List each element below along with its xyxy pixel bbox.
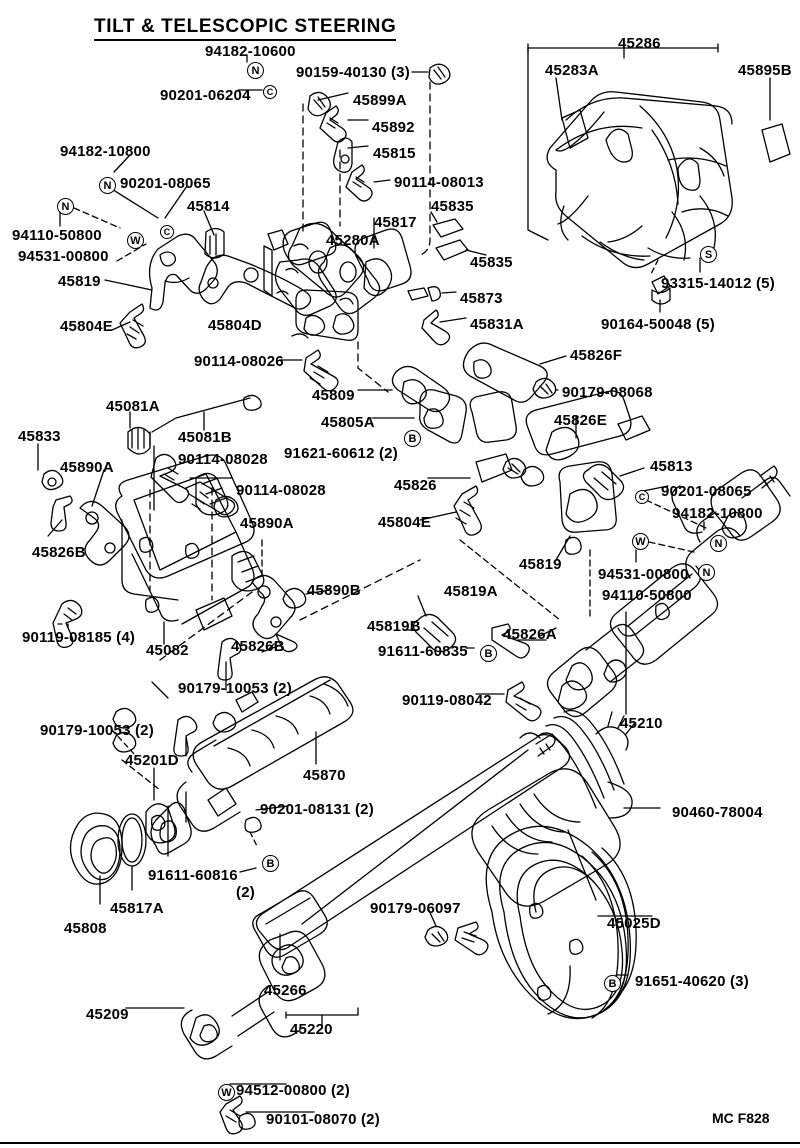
- callout-45819B: 45819B: [367, 618, 421, 635]
- callout-90201-06204: 90201-06204: [160, 87, 251, 104]
- callout-90119-08042: 90119-08042: [402, 692, 492, 709]
- callout-45210: 45210: [620, 715, 663, 732]
- callout-45266: 45266: [264, 982, 307, 999]
- callout-91611-60816-qty: (2): [236, 884, 255, 901]
- marker-w-2: W: [632, 533, 649, 550]
- callout-45826B-b: 45826B: [231, 638, 285, 655]
- callout-45826B-a: 45826B: [32, 544, 86, 561]
- callout-90101-08070: 90101-08070 (2): [266, 1111, 380, 1128]
- callout-45813: 45813: [650, 458, 693, 475]
- callout-94182-10800-a: 94182-10800: [60, 143, 151, 160]
- callout-90460-78004: 90460-78004: [672, 804, 763, 821]
- marker-c-3: C: [635, 490, 649, 504]
- callout-45873: 45873: [460, 290, 503, 307]
- callout-94531-00800-a: 94531-00800: [18, 248, 109, 265]
- callout-90201-08065-a: 90201-08065: [120, 175, 211, 192]
- callout-45286: 45286: [618, 35, 661, 52]
- callout-45826E: 45826E: [554, 412, 607, 429]
- callout-91621-60612: 91621-60612 (2): [284, 445, 398, 462]
- callout-45895B: 45895B: [738, 62, 792, 79]
- callout-91651-40620: 91651-40620 (3): [635, 973, 749, 990]
- callout-94110-50800-b: 94110-50800: [602, 587, 692, 604]
- marker-n-3: N: [57, 198, 74, 215]
- callout-45890B: 45890B: [307, 582, 361, 599]
- callout-90119-08185: 90119-08185 (4): [22, 629, 136, 646]
- marker-b-3: B: [262, 855, 279, 872]
- callout-90114-08028-b: 90114-08028: [236, 482, 326, 499]
- callout-45025D: 45025D: [607, 915, 661, 932]
- callout-45808: 45808: [64, 920, 107, 937]
- callout-45280A: 45280A: [326, 232, 380, 249]
- marker-n-4: N: [710, 535, 727, 552]
- footer-code: MC F828: [712, 1110, 770, 1126]
- callout-45201D: 45201D: [125, 752, 179, 769]
- callout-45826A: 45826A: [503, 626, 557, 643]
- marker-n-5: N: [698, 564, 715, 581]
- callout-94531-00800-b: 94531-00800: [598, 566, 689, 583]
- callout-90159-40130: 90159-40130 (3): [296, 64, 410, 81]
- callout-45833: 45833: [18, 428, 61, 445]
- callout-45815: 45815: [373, 145, 416, 162]
- callout-45826: 45826: [394, 477, 437, 494]
- callout-45831A: 45831A: [470, 316, 524, 333]
- footer-rule: [0, 1142, 800, 1144]
- callout-90114-08028-a: 90114-08028: [178, 451, 268, 468]
- callout-90179-08068: 90179-08068: [562, 384, 653, 401]
- callout-45817A: 45817A: [110, 900, 164, 917]
- callout-93315-14012: 93315-14012 (5): [661, 275, 775, 292]
- callout-91611-60835: 91611-60835: [378, 643, 468, 660]
- callout-45835-a: 45835: [431, 198, 474, 215]
- callout-90164-50048: 90164-50048 (5): [601, 316, 715, 333]
- callout-45819-a: 45819: [58, 273, 101, 290]
- marker-w-3: W: [218, 1084, 235, 1101]
- callout-91611-60816: 91611-60816: [148, 867, 238, 884]
- callout-45819-b: 45819: [519, 556, 562, 573]
- marker-n-1: N: [247, 62, 264, 79]
- callout-94512-00800: 94512-00800 (2): [236, 1082, 350, 1099]
- callout-45283A: 45283A: [545, 62, 599, 79]
- callout-45081B: 45081B: [178, 429, 232, 446]
- callout-45082: 45082: [146, 642, 189, 659]
- callout-45804E-a: 45804E: [60, 318, 113, 335]
- callout-45870: 45870: [303, 767, 346, 784]
- callout-45805A: 45805A: [321, 414, 375, 431]
- callout-90201-08065-b: 90201-08065: [661, 483, 752, 500]
- callout-45890A-a: 45890A: [60, 459, 114, 476]
- callout-45809: 45809: [312, 387, 355, 404]
- callout-45814: 45814: [187, 198, 230, 215]
- marker-s-1: S: [700, 246, 717, 263]
- callout-90114-08026: 90114-08026: [194, 353, 284, 370]
- marker-b-2: B: [480, 645, 497, 662]
- callout-90179-10053-a: 90179-10053 (2): [178, 680, 292, 697]
- callout-45804D: 45804D: [208, 317, 262, 334]
- callout-45892: 45892: [372, 119, 415, 136]
- marker-b-4: B: [604, 975, 621, 992]
- callout-94110-50800-a: 94110-50800: [12, 227, 102, 244]
- callout-45826F: 45826F: [570, 347, 623, 364]
- marker-w-1: W: [127, 232, 144, 249]
- callout-45209: 45209: [86, 1006, 129, 1023]
- callout-45890A-b: 45890A: [240, 515, 294, 532]
- callout-94182-10600: 94182-10600: [205, 43, 296, 60]
- callout-90179-06097: 90179-06097: [370, 900, 461, 917]
- callout-45835-b: 45835: [470, 254, 513, 271]
- page-title: TILT & TELESCOPIC STEERING: [94, 16, 397, 41]
- marker-n-2: N: [99, 177, 116, 194]
- callout-90114-08013: 90114-08013: [394, 174, 484, 191]
- marker-b-1: B: [404, 430, 421, 447]
- marker-c-2: C: [160, 225, 174, 239]
- callout-90179-10053-b: 90179-10053 (2): [40, 722, 154, 739]
- callout-45899A: 45899A: [353, 92, 407, 109]
- marker-c-1: C: [263, 85, 277, 99]
- callout-45220: 45220: [290, 1021, 333, 1038]
- callout-45817: 45817: [374, 214, 417, 231]
- callout-45081A: 45081A: [106, 398, 160, 415]
- callout-45819A: 45819A: [444, 583, 498, 600]
- callout-94182-10800-b: 94182-10800: [672, 505, 763, 522]
- callout-90201-08131: 90201-08131 (2): [260, 801, 374, 818]
- callout-45804E-b: 45804E: [378, 514, 431, 531]
